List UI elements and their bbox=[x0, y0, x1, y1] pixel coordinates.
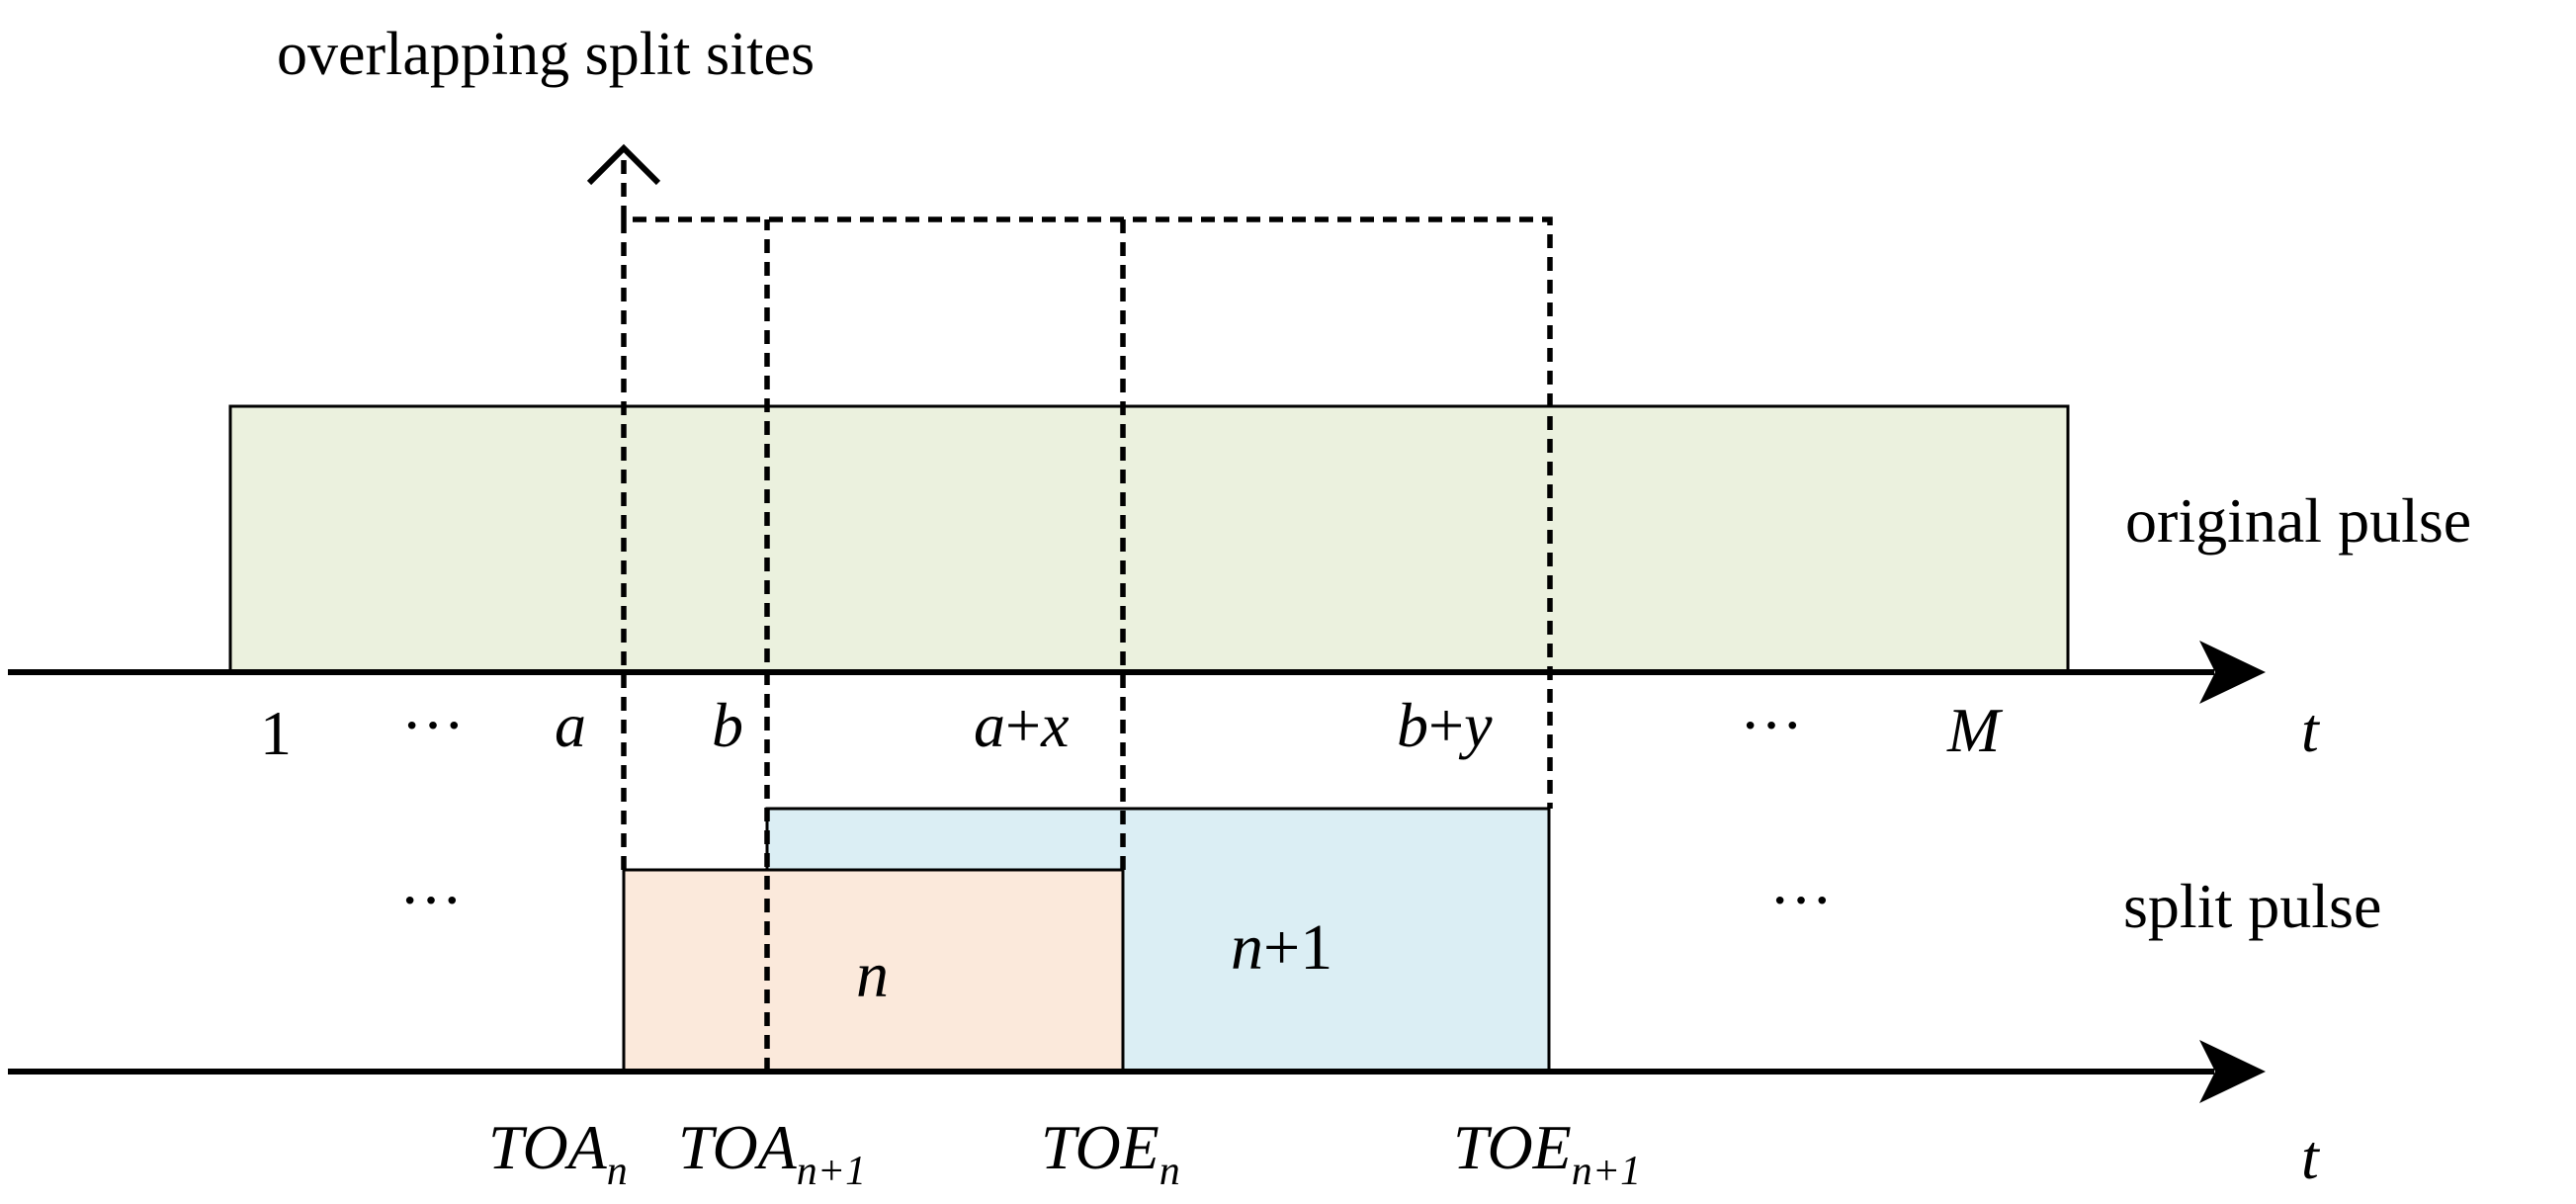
label-toe-n: TOEn bbox=[1041, 1112, 1180, 1194]
tick-M: M bbox=[1946, 695, 2004, 765]
dashed-bracket-a-to-b-plus-y bbox=[621, 216, 1553, 870]
top-axis-arrowhead bbox=[2199, 641, 2266, 704]
original-pulse-rect bbox=[228, 404, 2070, 674]
bottom-axis-arrowhead bbox=[2199, 1040, 2266, 1103]
tick-a-plus-x: a+x bbox=[974, 690, 1070, 760]
split-pulse-n-label: n bbox=[856, 939, 889, 1011]
top-axis-t: t bbox=[2301, 695, 2321, 765]
split-dots-left: ··· bbox=[399, 865, 463, 935]
overlap-arrowhead bbox=[586, 143, 661, 186]
tick-b: b bbox=[712, 690, 743, 760]
label-toa-n-plus-1: TOAn+1 bbox=[678, 1112, 866, 1194]
tick-b-plus-y: b+y bbox=[1397, 690, 1493, 760]
split-pulse-n-rect bbox=[622, 868, 1125, 1074]
split-dots-right: ··· bbox=[1769, 865, 1833, 935]
tick-1: 1 bbox=[260, 698, 292, 768]
split-pulse-label: split pulse bbox=[2123, 871, 2381, 941]
original-pulse-label: original pulse bbox=[2125, 485, 2471, 556]
tick-a: a bbox=[555, 690, 586, 760]
tick-dots-left: ··· bbox=[401, 690, 465, 760]
label-toe-n-plus-1: TOEn+1 bbox=[1453, 1112, 1641, 1194]
split-pulse-n-plus-1-label: n+1 bbox=[1231, 911, 1332, 984]
label-toa-n: TOAn bbox=[488, 1112, 628, 1194]
title-overlapping-split-sites: overlapping split sites bbox=[277, 21, 815, 88]
bottom-axis-t: t bbox=[2301, 1122, 2321, 1192]
tick-dots-right: ··· bbox=[1740, 690, 1803, 760]
